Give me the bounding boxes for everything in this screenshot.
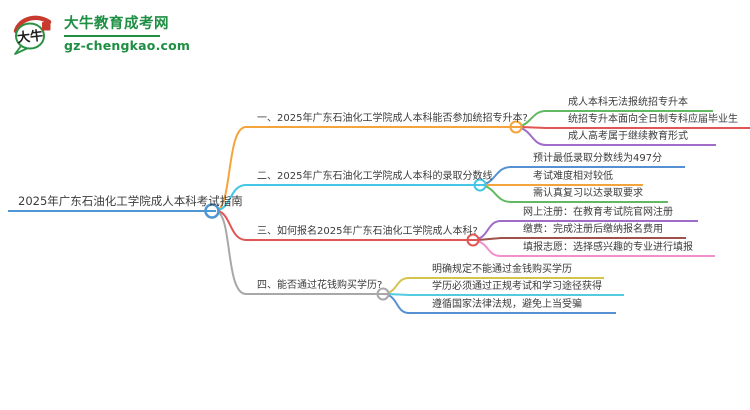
logo-seal-icon [42, 22, 51, 31]
logo-separator [64, 35, 160, 37]
branch-3-child-2: 缴费：完成注册后缴纳报名费用 [500, 222, 686, 239]
connector-b3-child2 [477, 237, 502, 241]
connector-b3-child1 [477, 220, 502, 240]
site-logo: 大牛 大牛教育成考网 gz-chengkao.com [12, 12, 190, 58]
connector-b4-child2 [387, 293, 410, 296]
branch-1-child-1: 成人本科无法报统招专升本 [545, 95, 713, 112]
connector-root-branch4 [217, 211, 247, 295]
connector-b3-child3 [477, 240, 502, 257]
logo-bubble-icon: 大牛 [13, 15, 52, 55]
connector-b4-child3 [387, 294, 410, 314]
branch-2-label: 二、2025年广东石油化工学院成人本科的录取分数线 [245, 169, 492, 186]
branch-4-child-3: 遵循国家法律法规，避免上当受骗 [408, 297, 616, 314]
branch-1-label: 一、2025年广东石油化工学院成人本科能否参加统招专升本? [245, 111, 528, 128]
branch-3-label: 三、如何报名2025年广东石油化工学院成人本科? [245, 224, 479, 241]
branch-4-label: 四、能否通过花钱购买学历? [245, 278, 389, 295]
connector-b1-child2 [520, 126, 547, 129]
branch-2-child-3: 需认真复习以达录取要求 [510, 186, 668, 203]
branch-1-child-3: 成人高考属于继续教育形式 [545, 129, 716, 146]
connector-root-branch3 [217, 210, 247, 241]
branch-1-child-2: 统招专升本面向全日制专科应届毕业生 [545, 112, 750, 129]
branch-4-child-1: 明确规定不能通过金钱购买学历 [408, 262, 604, 279]
logo-domain: gz-chengkao.com [64, 37, 191, 53]
branch-3-child-3: 填报志愿：选择感兴趣的专业进行填报 [500, 240, 715, 257]
branch-3-child-1: 网上注册：在教育考试院官网注册 [500, 205, 698, 222]
root-topic: 2025年广东石油化工学院成人本科考试指南 [8, 193, 243, 212]
branch-4-child-2: 学历必须通过正规考试和学习途径获得 [408, 279, 624, 296]
connector-b1-child3 [520, 127, 547, 146]
branch-2-child-1: 预计最低录取分数线为497分 [510, 151, 685, 168]
connector-b4-child1 [387, 277, 410, 294]
logo-red-arc [13, 15, 52, 34]
logo-bubble [15, 22, 45, 50]
branch-2-child-2: 考试难度相对较低 [510, 169, 643, 186]
logo-title: 大牛教育成考网 [64, 16, 169, 32]
connector-b2-child3 [484, 185, 512, 203]
logo-bubble-text: 大牛 [16, 28, 44, 47]
